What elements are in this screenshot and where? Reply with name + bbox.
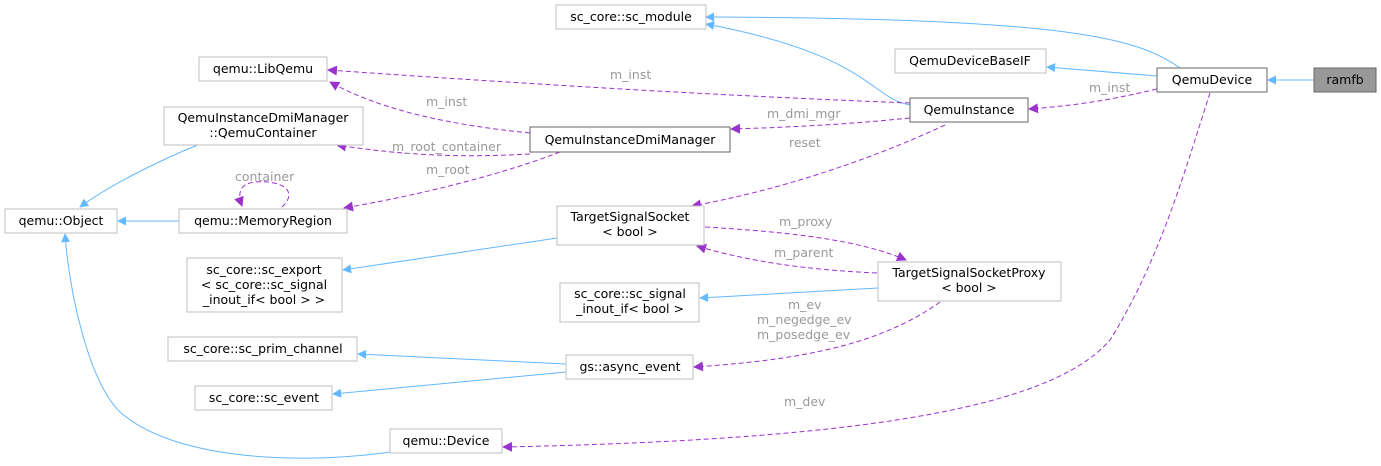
svg-text:qemu::MemoryRegion: qemu::MemoryRegion — [194, 213, 332, 228]
label-m-inst-dmi: m_inst — [426, 94, 467, 109]
node-dmi-container[interactable]: QemuInstanceDmiManager ::QemuContainer — [163, 106, 364, 146]
edge-qemu-instance-to-sc-module — [705, 21, 911, 106]
label-m-dev: m_dev — [784, 394, 826, 409]
node-qemu-instance[interactable]: QemuInstance — [909, 97, 1029, 123]
svg-text:sc_core::sc_event: sc_core::sc_event — [209, 390, 319, 405]
svg-text:QemuInstanceDmiManager: QemuInstanceDmiManager — [178, 110, 350, 125]
label-m-dmi-mgr: m_dmi_mgr — [767, 106, 841, 121]
edge-m-inst-libqemu — [327, 65, 911, 104]
inheritance-edges — [61, 12, 1314, 459]
label-m-inst-libqemu: m_inst — [610, 67, 651, 82]
node-ramfb[interactable]: ramfb — [1313, 67, 1377, 93]
node-target-signal-socket-proxy[interactable]: TargetSignalSocketProxy < bool > — [877, 261, 1062, 302]
edge-m-inst-device — [1028, 88, 1158, 114]
svg-text:_inout_if< bool > >: _inout_if< bool > > — [202, 292, 325, 307]
svg-text:TargetSignalSocket: TargetSignalSocket — [570, 209, 690, 224]
label-m-inst-device: m_inst — [1089, 80, 1130, 95]
node-sc-prim-channel[interactable]: sc_core::sc_prim_channel — [167, 336, 358, 362]
svg-text:gs::async_event: gs::async_event — [579, 359, 680, 374]
node-async-event[interactable]: gs::async_event — [565, 354, 694, 380]
node-sc-signal-inout-if[interactable]: sc_core::sc_signal _inout_if< bool > — [559, 282, 700, 323]
edge-m-dev — [502, 92, 1211, 452]
edge-labels: m_inst m_inst m_inst m_dmi_mgr reset m_r… — [235, 67, 1130, 409]
node-sc-module[interactable]: sc_core::sc_module — [555, 4, 707, 30]
edge-m-ev — [693, 301, 941, 372]
svg-text:sc_core::sc_prim_channel: sc_core::sc_prim_channel — [183, 341, 342, 356]
label-reset: reset — [789, 135, 821, 150]
svg-text:QemuInstanceDmiManager: QemuInstanceDmiManager — [545, 132, 717, 147]
edge-reset — [691, 124, 946, 210]
node-qemu-device-node[interactable]: qemu::Device — [389, 428, 503, 454]
edge-m-root-container — [336, 141, 531, 157]
edge-proxy-to-sc-signal-inout-if — [699, 287, 879, 303]
svg-text:< sc_core::sc_signal: < sc_core::sc_signal — [201, 277, 327, 292]
svg-text:< bool >: < bool > — [941, 280, 997, 295]
label-m-ev-3: m_posedge_ev — [757, 327, 851, 342]
member-edges — [234, 65, 1211, 452]
edge-m-parent — [696, 243, 878, 274]
edge-m-proxy — [704, 226, 907, 262]
edge-async-event-to-sc-event — [332, 371, 567, 398]
label-m-root: m_root — [426, 162, 470, 177]
svg-text:_inout_if< bool >: _inout_if< bool > — [575, 301, 684, 316]
svg-text:ramfb: ramfb — [1326, 72, 1363, 87]
node-sc-export[interactable]: sc_core::sc_export < sc_core::sc_signal … — [186, 257, 343, 313]
edge-async-event-to-sc-prim-channel — [357, 349, 567, 365]
svg-text:< bool >: < bool > — [602, 224, 658, 239]
edge-dmi-container-to-object — [79, 143, 201, 208]
node-memory-region[interactable]: qemu::MemoryRegion — [178, 208, 348, 234]
svg-text:qemu::LibQemu: qemu::LibQemu — [213, 61, 313, 76]
edge-target-signal-socket-to-sc-export — [342, 237, 558, 274]
label-m-proxy: m_proxy — [779, 214, 833, 229]
svg-text:QemuInstance: QemuInstance — [924, 102, 1015, 117]
label-m-parent: m_parent — [774, 245, 833, 260]
edge-m-dmi-mgr — [730, 117, 911, 134]
node-dmi-manager[interactable]: QemuInstanceDmiManager — [529, 126, 731, 153]
edge-qemu-device-node-to-object — [61, 233, 391, 459]
svg-text:QemuDevice: QemuDevice — [1172, 72, 1253, 87]
svg-text:QemuDeviceBaseIF: QemuDeviceBaseIF — [909, 53, 1031, 68]
label-m-ev-1: m_ev — [788, 297, 822, 312]
edge-qemu-device-to-sc-module — [705, 12, 1181, 69]
svg-text:sc_core::sc_signal: sc_core::sc_signal — [574, 286, 686, 301]
svg-text:::QemuContainer: ::QemuContainer — [209, 125, 317, 140]
svg-text:sc_core::sc_export: sc_core::sc_export — [206, 262, 321, 277]
edge-qemu-device-to-base-if — [1046, 63, 1158, 77]
edge-container-loop — [234, 181, 290, 208]
node-qemu-object[interactable]: qemu::Object — [4, 208, 118, 234]
node-target-signal-socket[interactable]: TargetSignalSocket < bool > — [556, 205, 705, 246]
node-qemu-device-base-if[interactable]: QemuDeviceBaseIF — [894, 48, 1047, 74]
svg-text:qemu::Device: qemu::Device — [403, 433, 490, 448]
node-qemu-device[interactable]: QemuDevice — [1156, 67, 1268, 93]
svg-text:qemu::Object: qemu::Object — [19, 213, 104, 228]
label-m-root-container: m_root_container — [392, 139, 502, 154]
svg-text:TargetSignalSocketProxy: TargetSignalSocketProxy — [891, 265, 1046, 280]
svg-text:sc_core::sc_module: sc_core::sc_module — [570, 9, 692, 24]
label-m-ev-2: m_negedge_ev — [757, 312, 852, 327]
label-container: container — [235, 169, 295, 184]
edge-m-inst-dmi — [329, 81, 531, 134]
edge-m-root — [343, 151, 561, 212]
node-sc-event[interactable]: sc_core::sc_event — [194, 385, 333, 411]
node-lib-qemu[interactable]: qemu::LibQemu — [198, 56, 328, 82]
